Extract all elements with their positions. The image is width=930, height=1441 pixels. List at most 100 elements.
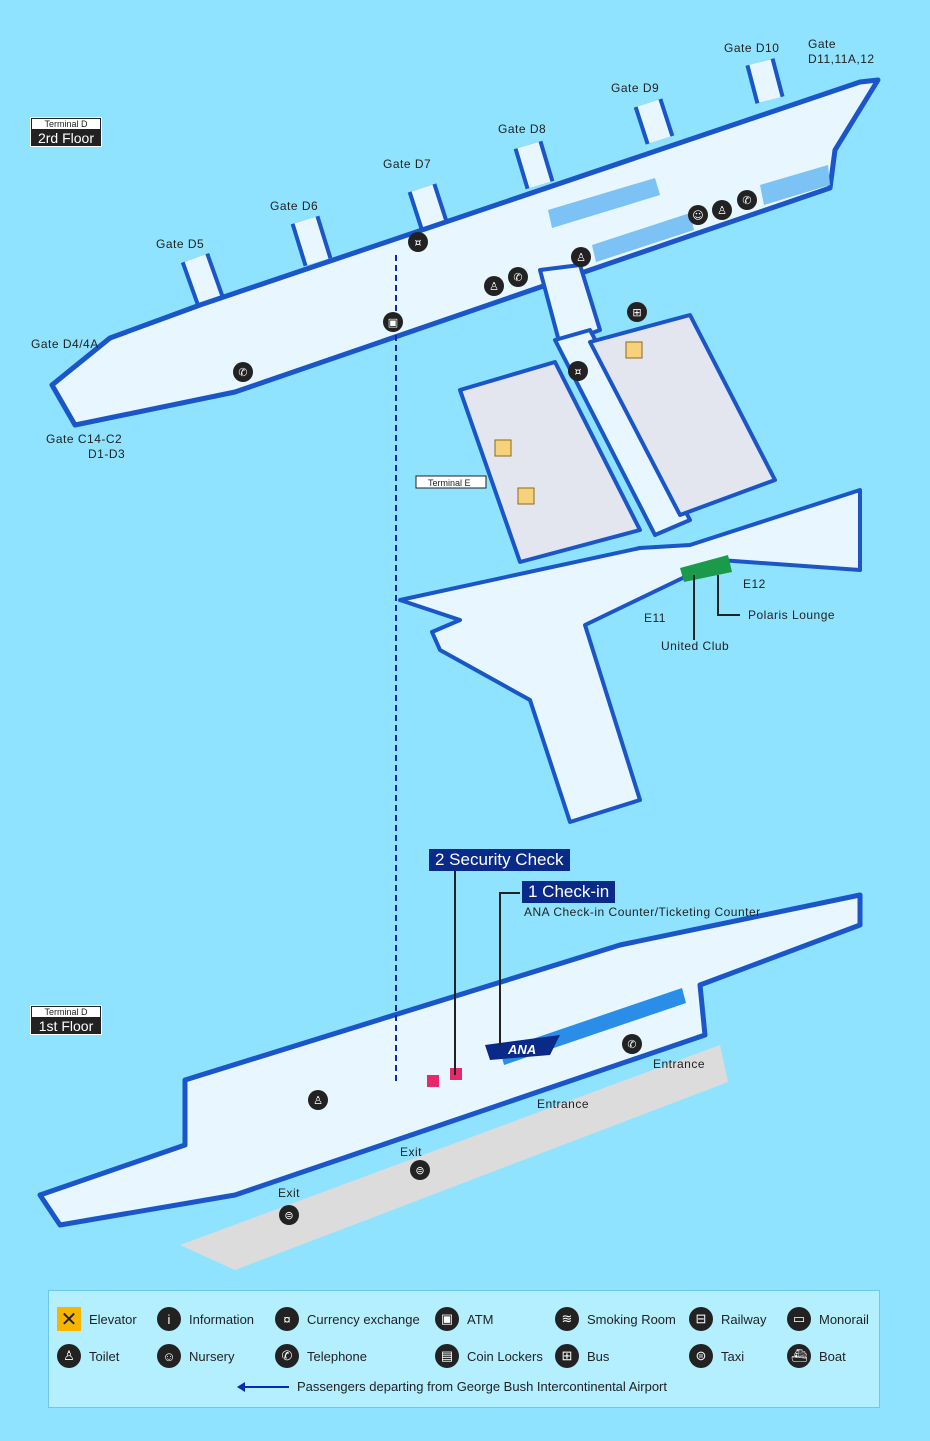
gate-d11-label-2: D11,11A,12 [808,52,875,66]
atm-icon: ▣ [383,312,403,332]
legend-note-text: Passengers departing from George Bush In… [297,1379,667,1394]
legend-item: ▣ATM [435,1307,493,1331]
gate-d1-label: D1-D3 [88,447,125,461]
moving-walkway [548,178,660,228]
elevator-icon [517,487,535,505]
svg-text:¤: ¤ [575,365,582,378]
bus-icon: ⊞ [627,302,647,322]
boat-icon: ⛴ [787,1344,811,1368]
legend-item: ✆ Telephone [275,1344,367,1368]
legend-label: Elevator [89,1311,137,1327]
legend-item: ¤ Currency exchange [275,1307,420,1331]
security-checkpoint [427,1075,439,1087]
ana-logo: ANA [507,1042,536,1057]
taxi-icon: ⊜ [689,1344,713,1368]
map-legend: ✕ Elevator i Information ¤ Currency exchange ▣… [48,1290,880,1408]
checkin-leader-line [499,892,520,1045]
exit-label: Exit [400,1145,422,1159]
atm-icon: ▣ [435,1307,459,1331]
currency-exchange-icon: ¤ [568,361,588,381]
floor-label: 2rd Floor [37,130,95,146]
floor-tag-upper: Terminal D 2rd Floor [30,117,102,147]
legend-item: ♙ Toilet [57,1344,119,1368]
currency-exchange-icon: ¤ [275,1307,299,1331]
gate-d6-label: Gate D6 [270,199,318,213]
terminal-label: Terminal D [32,1007,100,1017]
legend-label: Nursery [189,1348,235,1364]
legend-item: ▭Monorail [787,1307,869,1331]
legend-label: Bus [587,1348,610,1364]
united-club-label: United Club [661,639,729,653]
information-icon: i [157,1307,181,1331]
legend-label: Coin Lockers [467,1348,543,1364]
telephone-icon: ✆ [508,267,528,287]
smoking-room-icon: ≋ [555,1307,579,1331]
legend-label: Currency exchange [307,1311,420,1327]
floor-label: 1st Floor [38,1018,94,1034]
legend-label: Monorail [819,1311,869,1327]
terminal-label: Terminal D [32,119,100,129]
coin-lockers-icon: ▤ [435,1344,459,1368]
svg-text:✆: ✆ [742,194,751,207]
elevator-icon [625,341,643,359]
telephone-icon: ✆ [737,190,757,210]
svg-text:⊜: ⊜ [415,1164,424,1177]
legend-item: ≋ Smoking Room [555,1307,676,1331]
legend-label: Toilet [89,1348,120,1364]
legend-item: i Information [157,1307,254,1331]
terminal-d-upper-concourse [49,58,881,428]
svg-text:♙: ♙ [576,251,586,264]
legend-item: ⊟Railway [689,1307,767,1331]
checkin-step: 1 Check-in [522,881,616,903]
legend-label: Boat [819,1348,846,1364]
svg-text:✆: ✆ [238,366,247,379]
gate-d4-label: Gate D4/4A [31,337,99,351]
security-check-step: 2 Security Check [429,849,570,871]
elevator-icons [494,341,643,505]
legend-item: ⊞ Bus [555,1344,609,1368]
terminal-e-tag [415,475,487,489]
gate-e11-label: E11 [644,611,666,625]
gate-e12-label: E12 [743,577,766,591]
bus-icon: ⊞ [555,1344,579,1368]
telephone-icon: ✆ [233,362,253,382]
toilet-icon: ♙ [57,1344,81,1368]
gate-d7-label: Gate D7 [383,157,431,171]
svg-text:♙: ♙ [313,1094,323,1107]
telephone-icon: ✆ [275,1344,299,1368]
taxi-icon: ⊜ [410,1160,430,1180]
currency-exchange-icon: ¤ [408,232,428,252]
toilet-icon: ♙ [712,200,732,220]
floor-tag-lower: Terminal D 1st Floor [30,1005,102,1035]
gate-d11-label: Gate [808,37,836,51]
toilet-icon: ♙ [308,1090,328,1110]
gate-d9-label: Gate D9 [611,81,659,95]
legend-item: ☺ Nursery [157,1344,235,1368]
toilet-icon: ♙ [484,276,504,296]
legend-item: ⛴ Boat [787,1344,846,1368]
nursery-icon: ☺ [157,1344,181,1368]
nursery-icon: ☺ [688,205,708,225]
legend-label: Telephone [307,1348,367,1364]
svg-text:✆: ✆ [513,271,522,284]
svg-text:¤: ¤ [415,236,422,249]
toilet-icon: ♙ [571,247,591,267]
taxi-icon: ⊜ [279,1205,299,1225]
terminal-d-lower-floor [37,892,863,1228]
legend-item: ✕ Elevator [57,1307,137,1331]
legend-label: Smoking Room [587,1311,676,1327]
legend-label: Information [189,1311,255,1327]
legend-item: ▤ Coin Lockers [435,1344,543,1368]
svg-text:✆: ✆ [627,1038,636,1051]
terminal-e-label: Terminal E [428,478,471,488]
terminal-map: ANA Gate D10 Gate D11,11A,12 Gate D9 Gat… [31,37,881,1270]
exit-label: Exit [278,1186,300,1200]
checkin-sublabel: ANA Check-in Counter/Ticketing Counter [524,905,761,919]
legend-note: Passengers departing from George Bush In… [237,1379,667,1394]
elevator-icon: ✕ [57,1307,81,1331]
gate-d5-label: Gate D5 [156,237,204,251]
ana-counter [485,1035,560,1060]
telephone-icon: ✆ [622,1034,642,1054]
curbside [180,1045,728,1270]
gate-d8-label: Gate D8 [498,122,546,136]
